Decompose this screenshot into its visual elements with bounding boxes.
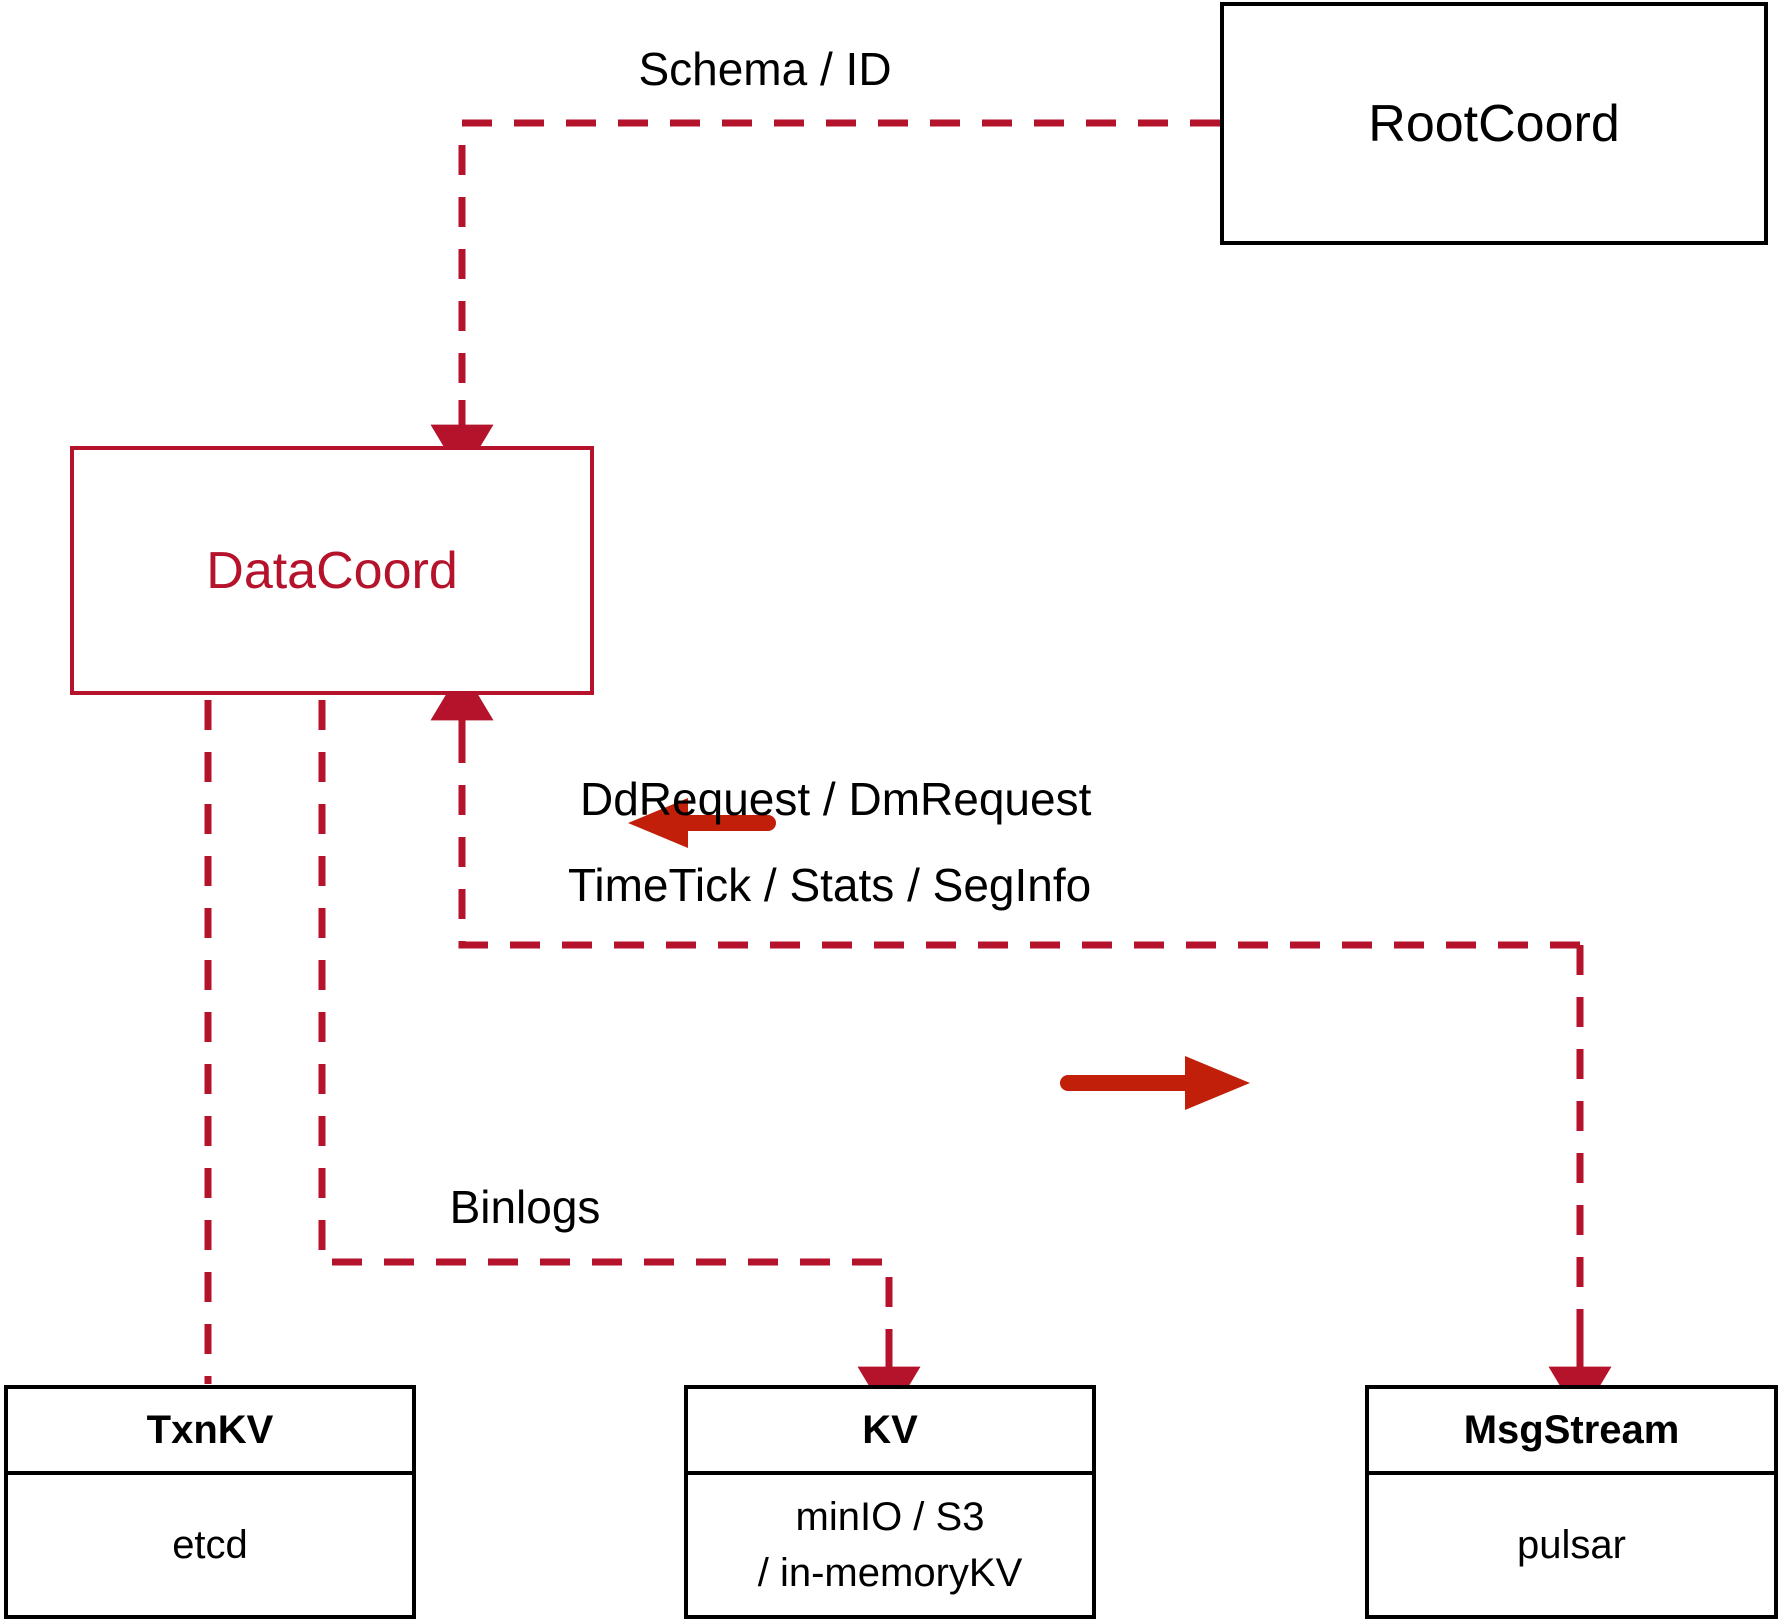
- node-rootcoord-label: RootCoord: [1368, 94, 1620, 153]
- node-txnkv-body: etcd: [8, 1475, 412, 1615]
- edge-label-schema-id: Schema / ID: [638, 43, 892, 95]
- node-datacoord[interactable]: DataCoord: [70, 446, 594, 695]
- node-msgstream-body-line1: pulsar: [1517, 1523, 1626, 1567]
- node-msgstream-title: MsgStream: [1369, 1389, 1774, 1475]
- edge-label-binlogs: Binlogs: [449, 1181, 601, 1233]
- node-rootcoord[interactable]: RootCoord: [1220, 2, 1768, 245]
- node-msgstream-body: pulsar: [1369, 1475, 1774, 1615]
- node-txnkv-body-line1: etcd: [172, 1523, 248, 1567]
- node-kv-title: KV: [688, 1389, 1092, 1475]
- node-txnkv[interactable]: TxnKV etcd: [4, 1385, 416, 1619]
- node-kv-body-line1: minIO / S3: [795, 1495, 985, 1539]
- node-kv-body-line2: / in-memoryKV: [757, 1551, 1023, 1595]
- edge-label-timetick-stats-seginfo: TimeTick / Stats / SegInfo: [568, 859, 1092, 911]
- node-kv-body: minIO / S3 / in-memoryKV: [688, 1475, 1092, 1615]
- node-kv[interactable]: KV minIO / S3 / in-memoryKV: [684, 1385, 1096, 1619]
- edge-schema-id: [430, 119, 1220, 478]
- node-msgstream[interactable]: MsgStream pulsar: [1365, 1385, 1778, 1619]
- node-txnkv-title: TxnKV: [8, 1389, 412, 1475]
- arrow-indicator-right: [1060, 1056, 1250, 1110]
- node-datacoord-label: DataCoord: [206, 541, 458, 600]
- edge-label-dd-dm-request: DdRequest / DmRequest: [580, 773, 1092, 825]
